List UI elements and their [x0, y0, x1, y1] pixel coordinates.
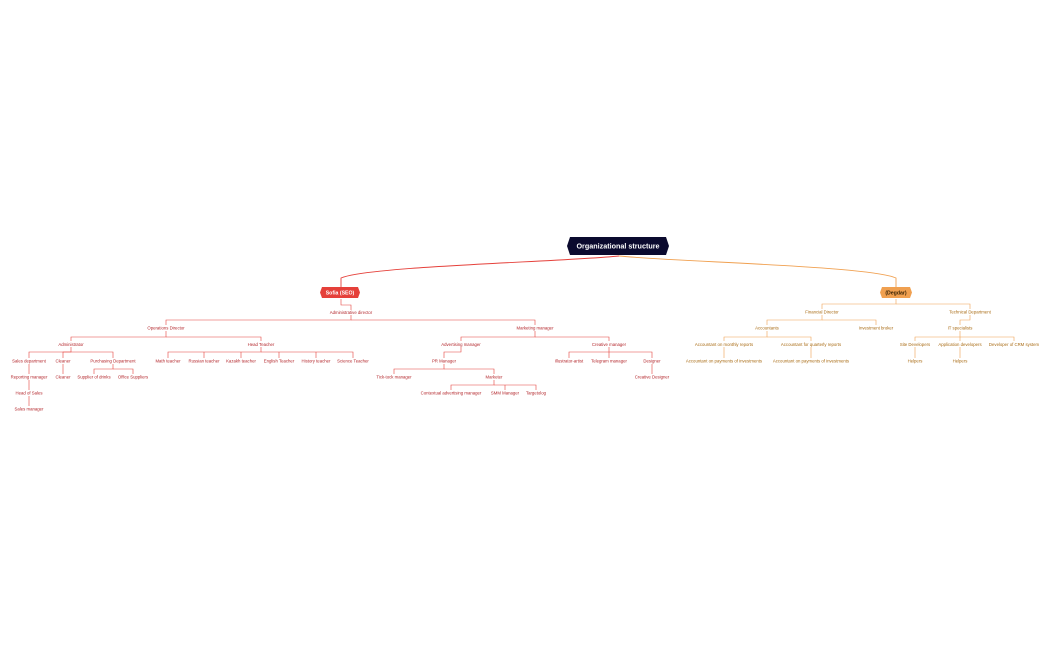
node-reporting-manager[interactable]: Reporting manager	[11, 375, 48, 380]
node-accountants[interactable]: Accountants	[755, 326, 779, 331]
node-crm-developer[interactable]: Developer of CRM system	[989, 342, 1040, 347]
node-telegram-manager[interactable]: Telegram manager	[591, 359, 627, 364]
node-sales-manager[interactable]: Sales manager	[15, 407, 44, 412]
node-helpers-2[interactable]: Helpers	[953, 359, 968, 364]
node-operations-director[interactable]: Operations Director	[147, 326, 185, 331]
node-office-suppliers[interactable]: Office Suppliers	[118, 375, 148, 380]
node-admin-director[interactable]: Administrative director	[330, 310, 373, 315]
node-illustrator-artist[interactable]: Illustrator-artist	[555, 359, 584, 364]
node-purchasing-department[interactable]: Purchasing Department	[90, 359, 136, 364]
node-marketer[interactable]: Marketer	[486, 375, 504, 380]
node-sofia[interactable]: Sofia (SEO)	[320, 287, 360, 298]
node-sales-department[interactable]: Sales department	[12, 359, 46, 364]
node-creative-manager[interactable]: Creative manager	[592, 342, 627, 347]
node-teacher-math[interactable]: Math teacher	[155, 359, 181, 364]
connector-root-left	[340, 255, 620, 288]
node-teacher-russian[interactable]: Russian teacher	[188, 359, 220, 364]
branch-right: (Degdar) Financial Director Accountants …	[686, 287, 1040, 364]
node-contextual-advertising-manager[interactable]: Contextual advertising manager	[421, 391, 482, 396]
node-it-specialists[interactable]: IT specialists	[948, 326, 973, 331]
node-helpers-1[interactable]: Helpers	[908, 359, 923, 364]
root-node[interactable]: Organizational structure	[567, 237, 669, 255]
node-designer[interactable]: Designer	[643, 359, 661, 364]
node-teacher-history[interactable]: History teacher	[302, 359, 331, 364]
node-cleaner-2[interactable]: Cleaner	[55, 375, 71, 380]
node-financial-director[interactable]: Financial Director	[805, 310, 839, 315]
connector-root-right	[618, 255, 897, 288]
sofia-node-shape	[320, 287, 360, 298]
degdar-node-shape	[880, 287, 912, 298]
node-marketing-manager[interactable]: Marketing manager	[516, 326, 554, 331]
node-teacher-science[interactable]: Science Teacher	[337, 359, 369, 364]
node-creative-designer[interactable]: Creative Designer	[635, 375, 670, 380]
node-smm-manager[interactable]: SMM Manager	[491, 391, 520, 396]
node-pr-manager[interactable]: PR Manager	[432, 359, 457, 364]
node-investment-broker[interactable]: Investment broker	[859, 326, 894, 331]
node-head-of-sales[interactable]: Head of Sales	[16, 391, 43, 396]
connectors	[28, 255, 1015, 406]
node-accountant-payments-1[interactable]: Accountant on payments of investments	[686, 359, 762, 364]
root-label: Organizational structure	[576, 242, 659, 251]
node-application-developers[interactable]: Application developers	[938, 342, 981, 347]
node-administrator[interactable]: Administrator	[58, 342, 84, 347]
node-cleaner-1[interactable]: Cleaner	[55, 359, 71, 364]
node-supplier-of-drinks[interactable]: Supplier of drinks	[77, 375, 110, 380]
node-site-developers[interactable]: Site Developers	[900, 342, 930, 347]
node-degdar[interactable]: (Degdar)	[880, 287, 912, 298]
degdar-label: (Degdar)	[885, 290, 907, 296]
node-teacher-english[interactable]: English Teacher	[264, 359, 295, 364]
node-accountant-payments-2[interactable]: Accountant on payments of investments	[773, 359, 849, 364]
node-teacher-kazakh[interactable]: Kazakh teacher	[226, 359, 256, 364]
branch-left: Sofia (SEO) Administrative director Oper…	[11, 287, 670, 412]
sofia-label: Sofia (SEO)	[326, 290, 355, 296]
node-technical-department[interactable]: Technical Department	[949, 310, 991, 315]
node-accountant-monthly[interactable]: Accountant on monthly reports	[695, 342, 753, 347]
root-node-shape	[567, 237, 669, 255]
node-head-teacher[interactable]: Head Teacher	[248, 342, 275, 347]
node-tick-tock-manager[interactable]: Tick-tock manager	[376, 375, 412, 380]
node-accountant-quarterly[interactable]: Accountant for quarterly reports	[781, 342, 841, 347]
node-advertising-manager[interactable]: Advertising manager	[441, 342, 481, 347]
node-targetolog[interactable]: Targetolog	[526, 391, 547, 396]
